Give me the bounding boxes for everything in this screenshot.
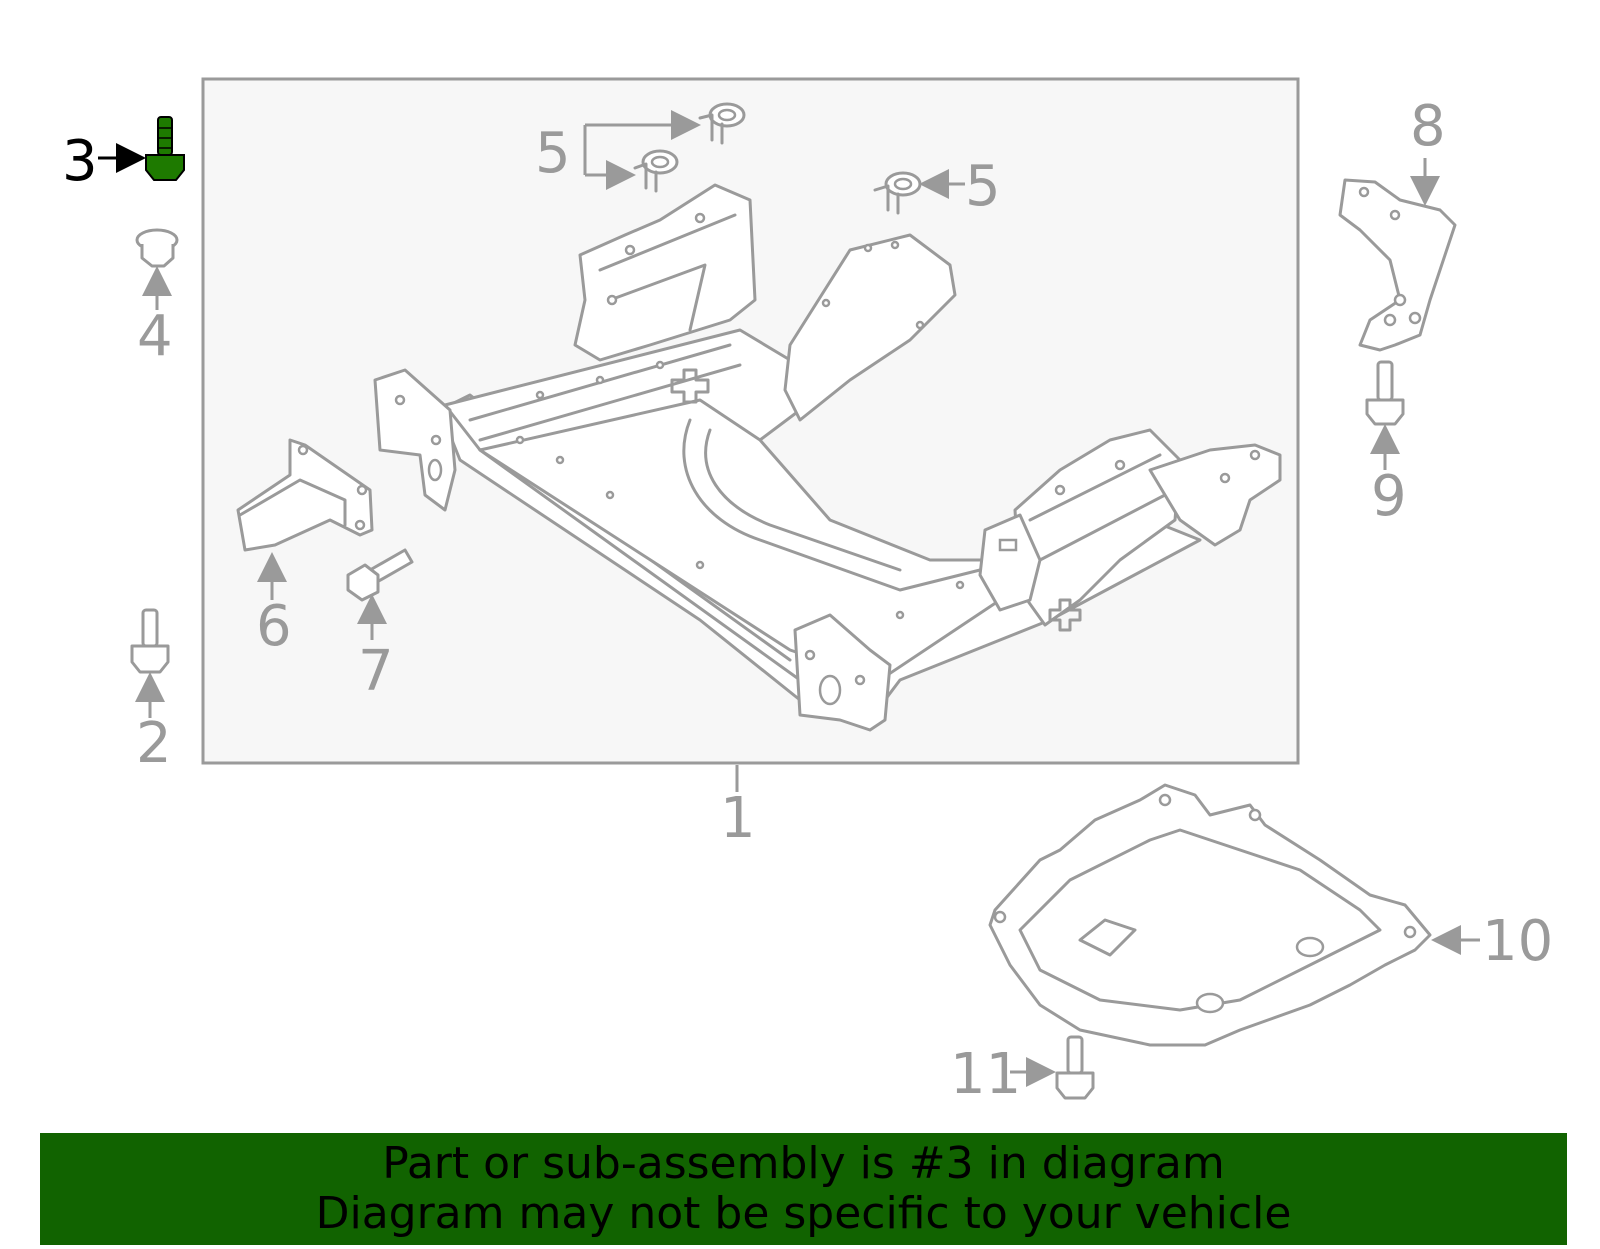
callout-11: 11 <box>950 1042 1021 1107</box>
bolt-part-7 <box>346 548 414 602</box>
clip-part-5-middle <box>633 149 679 193</box>
callout-2: 2 <box>136 711 172 776</box>
callout-3[interactable]: 3 <box>62 129 98 194</box>
nut-part-4 <box>135 228 179 268</box>
callout-4: 4 <box>137 304 173 369</box>
bracket-part-6 <box>236 438 374 552</box>
callout-7: 7 <box>358 639 394 704</box>
under-cover-part-10 <box>988 783 1432 1047</box>
banner-part-line: Part or sub-assembly is #3 in diagram <box>382 1138 1225 1189</box>
bolt-part-11 <box>1055 1035 1095 1100</box>
callout-5-left: 5 <box>535 121 571 186</box>
banner-disclaimer-line: Diagram may not be specific to your vehi… <box>315 1188 1292 1239</box>
callout-1: 1 <box>720 786 756 851</box>
callout-9: 9 <box>1371 464 1407 529</box>
part-info-banner: Part or sub-assembly is #3 in diagram Di… <box>40 1133 1567 1245</box>
bracket-part-8 <box>1338 178 1457 352</box>
callout-5-right: 5 <box>965 154 1001 219</box>
bolt-part-9 <box>1365 360 1405 426</box>
leader-5-bracket <box>583 125 695 175</box>
bolt-part-3-highlighted <box>145 116 185 181</box>
bolt-part-2 <box>130 608 170 674</box>
callout-10: 10 <box>1482 909 1553 974</box>
clip-part-5-right <box>873 171 922 215</box>
callout-8: 8 <box>1410 94 1446 159</box>
callout-6: 6 <box>256 594 292 659</box>
subframe-crossmember <box>373 183 1282 732</box>
